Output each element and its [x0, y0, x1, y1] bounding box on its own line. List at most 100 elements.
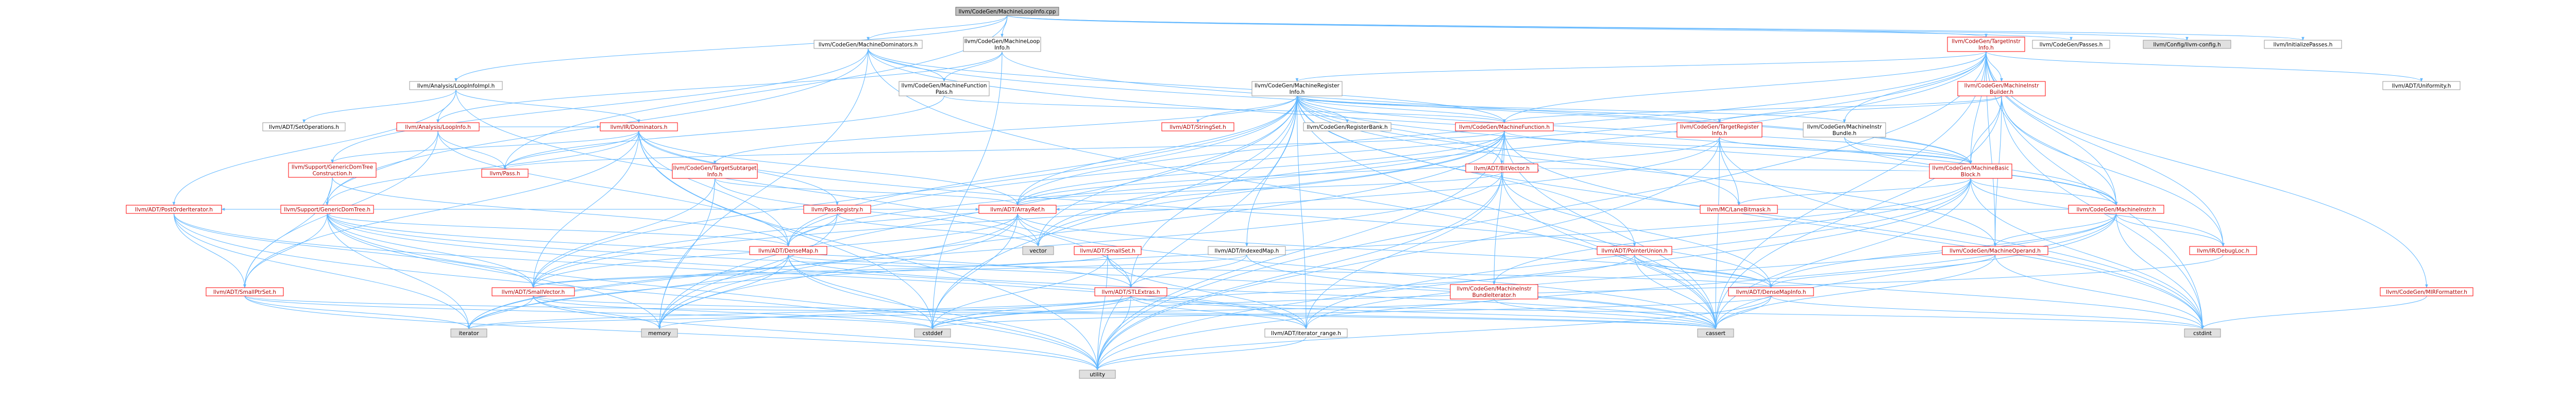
edge-mdom-to-mfpass — [868, 48, 946, 82]
node-uniformity[interactable]: llvm/ADT/Uniformity.h — [2382, 81, 2461, 90]
node-densemap[interactable]: llvm/ADT/DenseMap.h — [749, 246, 827, 255]
edge-arrayref-to-densemapinfo — [1017, 213, 1773, 288]
edge-irdom-to-cstddef — [638, 130, 934, 329]
node-mdom[interactable]: llvm/CodeGen/MachineDominators.h — [814, 40, 923, 49]
edge-minstr-to-mo — [1993, 213, 2116, 247]
node-stringset[interactable]: llvm/ADT/StringSet.h — [1161, 122, 1234, 131]
node-cstddef[interactable]: cstddef — [914, 328, 951, 338]
node-smallptrset[interactable]: llvm/ADT/SmallPtrSet.h — [206, 287, 284, 296]
node-label: Builder.h — [1990, 89, 2013, 95]
node-minstr[interactable]: llvm/CodeGen/MachineInstr.h — [2068, 205, 2164, 214]
node-smallset[interactable]: llvm/ADT/SmallSet.h — [1074, 246, 1142, 255]
node-initpasses[interactable]: llvm/InitializePasses.h — [2264, 40, 2342, 49]
node-gdtcons[interactable]: llvm/Support/GenericDomTreeConstruction.… — [288, 162, 377, 178]
node-box — [409, 81, 503, 90]
node-box — [2184, 328, 2221, 338]
node-vector[interactable]: vector — [1022, 246, 1054, 255]
edge-tri-to-mbb — [1719, 137, 1972, 164]
node-label: Bundle.h — [1833, 130, 1857, 137]
node-stlextras[interactable]: llvm/ADT/STLExtras.h — [1094, 287, 1167, 296]
node-label: llvm/ADT/DenseMap.h — [758, 248, 818, 254]
node-label: Construction.h — [313, 171, 352, 177]
node-ptrunion[interactable]: llvm/ADT/PointerUnion.h — [1597, 246, 1672, 255]
node-label: llvm/Support/GenericDomTree.h — [284, 207, 370, 213]
edge-tii-to-vector — [1037, 51, 1987, 247]
node-loopinfo[interactable]: llvm/Analysis/LoopInfo.h — [396, 122, 480, 131]
node-label: BundleIterator.h — [1472, 292, 1516, 298]
node-mloopinfo[interactable]: llvm/CodeGen/MachineLoopInfo.h — [963, 37, 1041, 52]
edge-iterrange-to-utility — [1096, 337, 1307, 371]
node-arrayref[interactable]: llvm/ADT/ArrayRef.h — [978, 205, 1057, 214]
edge-smallvector-to-utility — [533, 295, 1099, 371]
node-passes[interactable]: llvm/CodeGen/Passes.h — [2032, 40, 2110, 49]
node-box — [126, 205, 222, 214]
node-box — [1942, 246, 2048, 255]
node-smallvector[interactable]: llvm/ADT/SmallVector.h — [492, 287, 575, 296]
node-setops[interactable]: llvm/ADT/SetOperations.h — [262, 122, 346, 131]
node-cassert[interactable]: cassert — [1697, 328, 1734, 338]
node-label: llvm/Support/GenericDomTree — [292, 164, 373, 171]
node-mirfmt[interactable]: llvm/CodeGen/MIRFormatter.h — [2380, 287, 2473, 296]
node-label: llvm/CodeGen/MachineInstr — [1807, 124, 1882, 130]
edge-mdom-to-memory — [658, 48, 869, 329]
node-passreg[interactable]: llvm/PassRegistry.h — [803, 205, 871, 214]
edge-irdom-to-gdt — [326, 130, 639, 206]
node-cstdint[interactable]: cstdint — [2184, 328, 2221, 338]
node-label: llvm/Config/llvm-config.h — [2153, 42, 2221, 48]
node-postorder[interactable]: llvm/ADT/PostOrderIterator.h — [126, 205, 222, 214]
node-box — [955, 7, 1059, 16]
node-label: llvm/CodeGen/TargetInstr — [1952, 39, 2021, 45]
node-label: llvm/ADT/PointerUnion.h — [1601, 248, 1667, 254]
node-iterator[interactable]: iterator — [450, 328, 487, 338]
edge-smallptrset-to-iterator — [244, 295, 470, 329]
edge-densemap-to-iterator — [467, 254, 789, 329]
edge-ptrunion-to-cassert — [1634, 254, 1717, 329]
node-regbank[interactable]: llvm/CodeGen/RegisterBank.h — [1303, 122, 1392, 131]
edge-smallset-to-utility — [1096, 254, 1108, 371]
node-irdom[interactable]: llvm/IR/Dominators.h — [600, 122, 678, 131]
edge-gdt-to-cassert — [327, 213, 1717, 329]
node-utility[interactable]: utility — [1079, 370, 1116, 379]
node-mibiter[interactable]: llvm/CodeGen/MachineInstrBundleIterator.… — [1450, 284, 1538, 300]
edge-smallvector-to-iterator — [467, 295, 534, 329]
node-label: cstddef — [923, 330, 943, 337]
node-densemapinfo[interactable]: llvm/ADT/DenseMapInfo.h — [1728, 287, 1814, 296]
node-gdt[interactable]: llvm/Support/GenericDomTree.h — [280, 205, 374, 214]
node-box — [963, 37, 1041, 52]
edge-mbb-to-mibiter — [1493, 178, 1971, 285]
node-mf[interactable]: llvm/CodeGen/MachineFunction.h — [1455, 122, 1554, 131]
edge-mbb-to-bitvector — [1537, 168, 1930, 172]
node-memory[interactable]: memory — [641, 328, 678, 338]
node-label: vector — [1029, 248, 1047, 254]
node-mo[interactable]: llvm/CodeGen/MachineOperand.h — [1942, 246, 2048, 255]
node-root[interactable]: llvm/CodeGen/MachineLoopInfo.cpp — [955, 7, 1059, 16]
node-lanebitmask[interactable]: llvm/MC/LaneBitmask.h — [1700, 205, 1778, 214]
node-bitvector[interactable]: llvm/ADT/BitVector.h — [1465, 163, 1538, 173]
node-label: llvm/ADT/Uniformity.h — [2392, 83, 2451, 89]
edge-root-to-mdom — [867, 15, 1008, 41]
node-label: llvm/CodeGen/MachineBasic — [1932, 165, 2009, 172]
node-iterrange[interactable]: llvm/ADT/iterator_range.h — [1264, 328, 1348, 338]
edge-tii-to-debugloc — [1986, 51, 2225, 247]
node-label: llvm/ADT/STLExtras.h — [1101, 289, 1160, 295]
node-debugloc[interactable]: llvm/IR/DebugLoc.h — [2189, 246, 2257, 255]
node-box — [1161, 122, 1234, 131]
node-loopinfoimpl[interactable]: llvm/Analysis/LoopInfoImpl.h — [409, 81, 503, 90]
edge-mib-to-debugloc — [2001, 95, 2225, 247]
edge-mloopinfo-to-mfpass — [942, 51, 1003, 82]
node-config[interactable]: llvm/Config/llvm-config.h — [2143, 40, 2231, 49]
node-box — [1947, 37, 2025, 52]
node-indexedmap[interactable]: llvm/ADT/IndexedMap.h — [1208, 246, 1286, 255]
node-pass[interactable]: llvm/Pass.h — [481, 169, 529, 178]
dependency-nodes: llvm/CodeGen/MachineLoopInfo.cpp llvm/Cod… — [126, 7, 2473, 379]
node-box — [1074, 246, 1142, 255]
